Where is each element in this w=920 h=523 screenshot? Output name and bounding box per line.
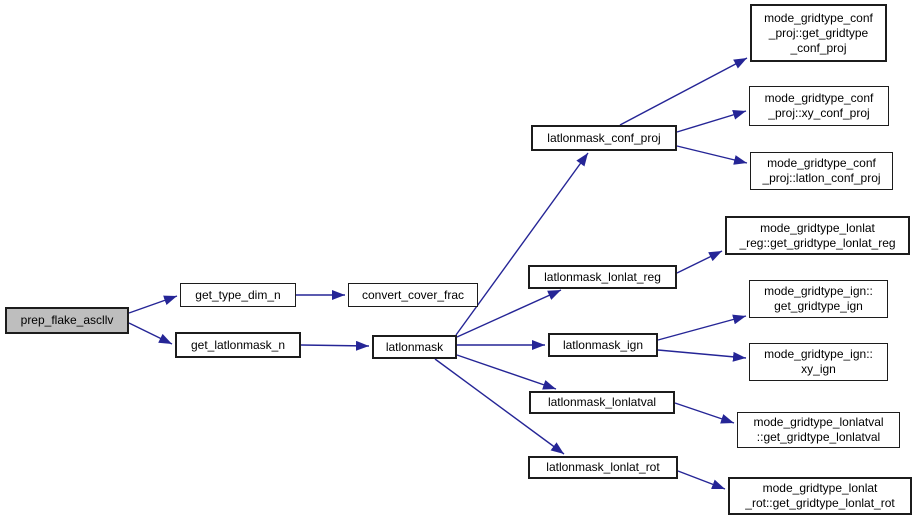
node-latlonmask_ign[interactable]: latlonmask_ign xyxy=(548,333,658,357)
node-convert_cover_frac[interactable]: convert_cover_frac xyxy=(348,283,478,307)
edge-latlonmask_lonlat_rot-to-mode_gridtype_lonlat_rot__get_gridtype_lonlat_rot xyxy=(677,470,726,490)
edge-prep_flake_ascllv-to-get_latlonmask_n xyxy=(128,322,173,345)
edge-latlonmask-to-latlonmask_lonlat_reg xyxy=(456,289,562,338)
edge-latlonmask_lonlat_reg-to-mode_gridtype_lonlat_reg__get_gridtype_lonlat_reg xyxy=(676,250,723,274)
node-mode_gridtype_conf_proj__get_gridtype_conf_proj[interactable]: mode_gridtype_conf _proj::get_gridtype _… xyxy=(750,4,887,62)
node-get_latlonmask_n[interactable]: get_latlonmask_n xyxy=(175,332,301,358)
node-mode_gridtype_conf_proj__xy_conf_proj[interactable]: mode_gridtype_conf _proj::xy_conf_proj xyxy=(749,86,889,126)
node-latlonmask_lonlatval[interactable]: latlonmask_lonlatval xyxy=(529,391,675,414)
node-mode_gridtype_lonlat_rot__get_gridtype_lonlat_rot[interactable]: mode_gridtype_lonlat _rot::get_gridtype_… xyxy=(728,477,912,515)
node-latlonmask_lonlat_rot[interactable]: latlonmask_lonlat_rot xyxy=(528,456,678,479)
node-mode_gridtype_conf_proj__latlon_conf_proj[interactable]: mode_gridtype_conf _proj::latlon_conf_pr… xyxy=(750,152,893,190)
node-prep_flake_ascllv: prep_flake_ascllv xyxy=(5,307,129,334)
edge-get_latlonmask_n-to-latlonmask xyxy=(300,340,370,351)
node-latlonmask_lonlat_reg[interactable]: latlonmask_lonlat_reg xyxy=(528,265,677,289)
edge-latlonmask_conf_proj-to-mode_gridtype_conf_proj__get_gridtype_conf_proj xyxy=(619,57,748,126)
node-latlonmask[interactable]: latlonmask xyxy=(372,335,457,359)
node-mode_gridtype_ign__xy_ign[interactable]: mode_gridtype_ign:: xy_ign xyxy=(749,343,888,381)
edge-latlonmask_conf_proj-to-mode_gridtype_conf_proj__latlon_conf_proj xyxy=(676,145,748,165)
edge-latlonmask-to-latlonmask_conf_proj xyxy=(455,152,589,336)
edge-latlonmask_conf_proj-to-mode_gridtype_conf_proj__xy_conf_proj xyxy=(676,110,747,133)
node-get_type_dim_n[interactable]: get_type_dim_n xyxy=(180,283,296,307)
edge-latlonmask-to-latlonmask_lonlatval xyxy=(456,354,557,390)
node-latlonmask_conf_proj[interactable]: latlonmask_conf_proj xyxy=(531,125,677,151)
edge-latlonmask_ign-to-mode_gridtype_ign__xy_ign xyxy=(657,349,747,362)
node-mode_gridtype_ign__get_gridtype_ign[interactable]: mode_gridtype_ign:: get_gridtype_ign xyxy=(749,280,888,318)
edge-latlonmask_lonlatval-to-mode_gridtype_lonlatval__get_gridtype_lonlatval xyxy=(674,402,735,424)
edge-latlonmask_ign-to-mode_gridtype_ign__get_gridtype_ign xyxy=(657,314,747,341)
edge-prep_flake_ascllv-to-get_type_dim_n xyxy=(128,295,178,314)
node-mode_gridtype_lonlat_reg__get_gridtype_lonlat_reg[interactable]: mode_gridtype_lonlat _reg::get_gridtype_… xyxy=(725,216,910,255)
node-mode_gridtype_lonlatval__get_gridtype_lonlatval[interactable]: mode_gridtype_lonlatval ::get_gridtype_l… xyxy=(737,412,900,448)
edge-latlonmask-to-latlonmask_lonlat_rot xyxy=(434,358,565,455)
